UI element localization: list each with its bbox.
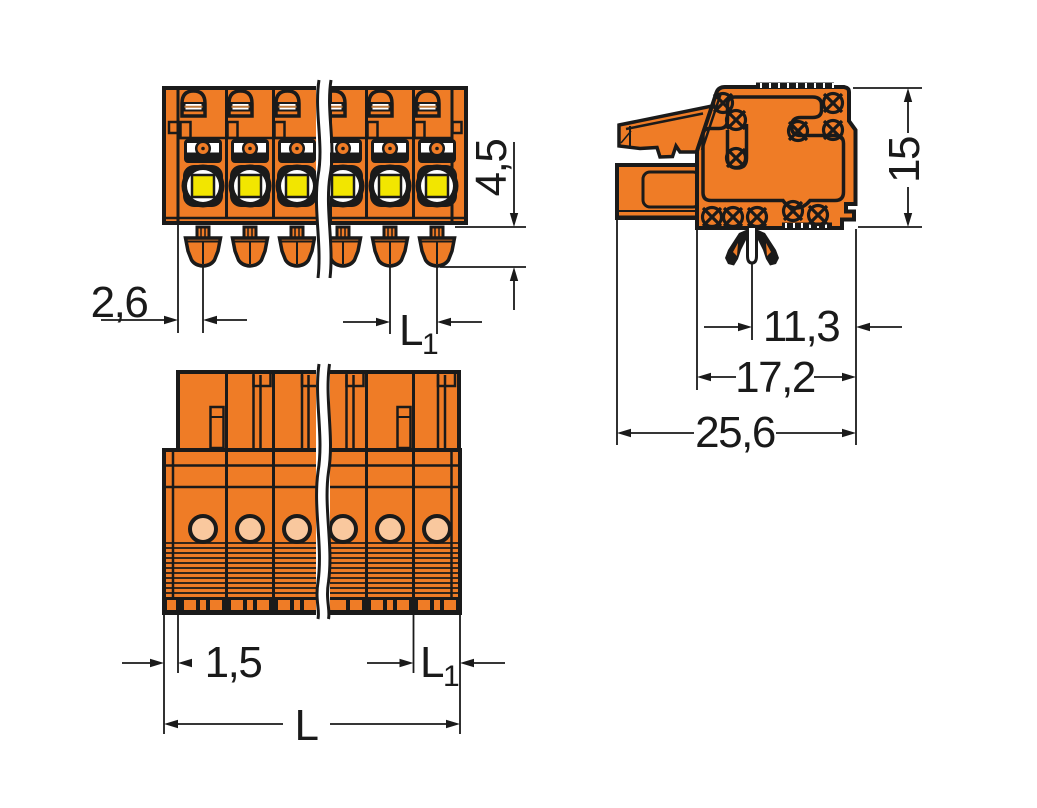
contact-slots <box>167 600 456 610</box>
side-dimensions: 15 11,3 17,2 25,6 <box>617 88 929 457</box>
snap-in-foot <box>725 228 779 266</box>
dim-front-wall-offset: 2,6 <box>91 278 148 327</box>
front-dimensions: 2,6 L1 4,5 <box>91 140 526 361</box>
front-view <box>162 79 468 279</box>
dim-plunger-height: 4,5 <box>467 140 516 197</box>
dim-total-depth: 25,6 <box>695 408 775 457</box>
bottom-break <box>315 363 332 620</box>
side-body <box>695 85 858 230</box>
dim-pole-pitch-bottom: L1 <box>420 638 459 693</box>
dim-foot-to-edge: 11,3 <box>763 302 839 351</box>
dim-total-length: L <box>295 701 319 750</box>
bottom-view <box>162 363 462 620</box>
bottom-dimensions: 1,5 L1 L <box>122 614 505 750</box>
hatch-lines <box>166 542 458 594</box>
dim-edge-wall: 1,5 <box>205 638 262 687</box>
dim-pole-pitch-top: L1 <box>399 306 438 361</box>
side-view <box>615 82 922 445</box>
dim-side-height: 15 <box>880 137 929 183</box>
dim-body-depth: 17,2 <box>735 353 815 402</box>
front-break <box>314 79 334 279</box>
